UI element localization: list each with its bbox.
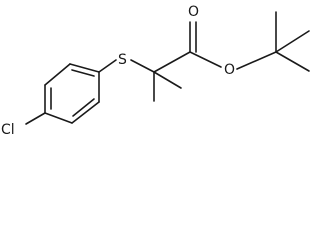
atom-label-chlorine: Cl	[1, 122, 15, 138]
atom-label-carbonyl-oxygen: O	[188, 4, 199, 20]
bond-c-carbonyl	[153, 51, 191, 73]
bond-ring-5	[71, 101, 100, 124]
bond-c-o-ester	[189, 51, 222, 68]
atom-label-ester-oxygen: O	[224, 62, 235, 78]
bond-ring-s	[98, 59, 117, 73]
bond-ring-6	[44, 112, 73, 124]
bond-ring-inner-3	[72, 98, 95, 117]
chemical-structure: Cl S O O	[1, 4, 310, 138]
bond-o-tbu	[236, 51, 277, 70]
bonds	[25, 11, 310, 125]
bond-s-c	[130, 59, 155, 73]
bond-c-methyl-2	[153, 71, 182, 89]
bond-c-cl	[25, 112, 46, 125]
bond-tbu-methyl-2	[275, 30, 310, 53]
atom-labels: Cl S O O	[1, 4, 235, 138]
bond-ring-inner-2	[71, 69, 95, 77]
atom-label-sulfur: S	[118, 52, 127, 68]
bond-ring-3	[69, 63, 100, 73]
bond-ring-2	[44, 63, 71, 86]
bond-tbu-methyl-3	[275, 51, 310, 72]
